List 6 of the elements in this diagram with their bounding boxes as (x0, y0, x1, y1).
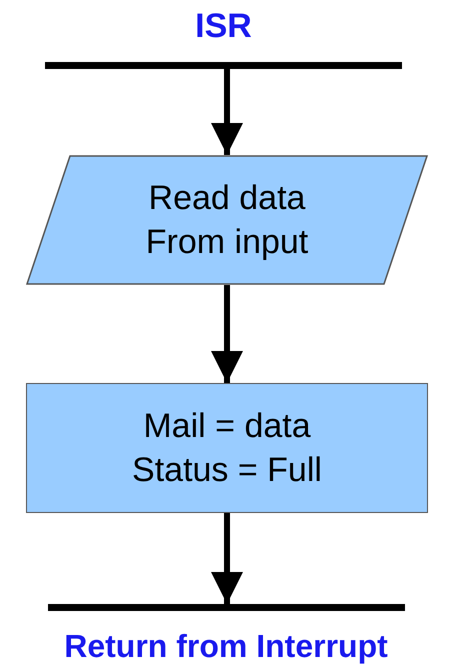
terminal-label: ISR (195, 8, 252, 46)
input-output-parallelogram (26, 155, 428, 285)
terminal-label: Return from Interrupt (64, 628, 388, 664)
node-text: Mail = data Status = Full (131, 406, 323, 491)
node-text: Read data From input (144, 178, 310, 263)
process-box (26, 383, 428, 513)
